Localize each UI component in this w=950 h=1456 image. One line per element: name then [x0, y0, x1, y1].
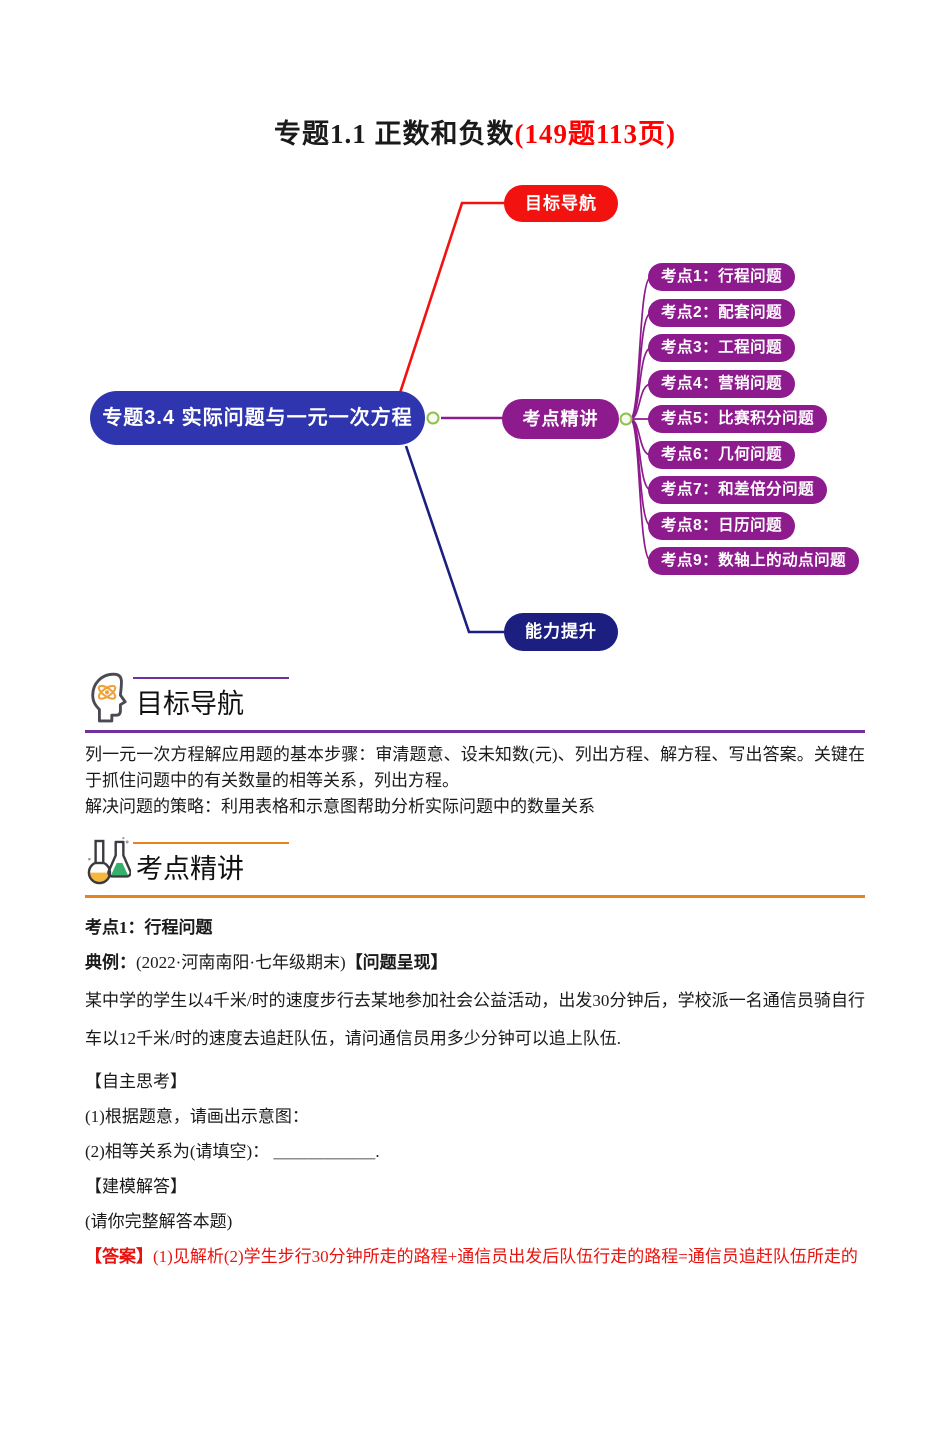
lab-flasks-icon [85, 834, 133, 895]
branch-dot-icon [426, 411, 440, 425]
question-2: (2)相等关系为(请填空)： ＿＿＿＿＿＿. [85, 1141, 865, 1163]
topics-section-title: 考点精讲 [133, 842, 289, 895]
mindmap-topic-node-9: 考点9：数轴上的动点问题 [648, 547, 860, 575]
mindmap-topic-node-6: 考点6：几何问题 [648, 441, 796, 469]
question-1: (1)根据题意，请画出示意图： [85, 1107, 309, 1126]
answer-text: (1)见解析(2)学生步行30分钟所走的路程+通信员出发后队伍行走的路程=通信员… [153, 1247, 858, 1266]
page-title-black: 专题1.1 正数和负数 [274, 119, 515, 149]
fill-in-blank: ＿＿＿＿＿＿ [273, 1142, 376, 1161]
goal-section-header: 目标导航 [85, 669, 865, 733]
mindmap-topic-node-3: 考点3：工程问题 [648, 334, 796, 362]
page-title: 专题1.1 正数和负数(149题113页) [0, 112, 950, 151]
mindmap: 专题3.4 实际问题与一元一次方程 目标导航 考点精讲 能力提升 考点1：行程问… [0, 169, 950, 669]
mindmap-topic-node-1: 考点1：行程问题 [648, 263, 796, 291]
self-think-heading: 【自主思考】 [85, 1072, 187, 1091]
mindmap-goal-node: 目标导航 [504, 185, 618, 222]
page-title-red: (149题113页) [514, 119, 676, 149]
answer-line: 【答案】(1)见解析(2)学生步行30分钟所走的路程+通信员出发后队伍行走的路程… [85, 1246, 865, 1268]
connector-ability [404, 445, 505, 634]
kaodian-1-heading: 考点1：行程问题 [85, 918, 213, 937]
mindmap-topic-node-8: 考点8：日历问题 [648, 512, 796, 540]
thinking-head-icon [85, 669, 133, 730]
mindmap-topic-node-5: 考点5：比赛积分问题 [648, 405, 828, 433]
topics-section-header: 考点精讲 [85, 834, 865, 898]
question-2-period: . [375, 1142, 380, 1161]
example-label: 典例： [85, 953, 136, 972]
mindmap-root-node: 专题3.4 实际问题与一元一次方程 [90, 391, 425, 445]
goal-paragraph-2: 解决问题的策略：利用表格和示意图帮助分析实际问题中的数量关系 [85, 797, 595, 816]
mindmap-topic-node-7: 考点7：和差倍分问题 [648, 476, 828, 504]
mindmap-topic-node-4: 考点4：营销问题 [648, 370, 796, 398]
answer-label: 【答案】 [85, 1247, 153, 1266]
mindmap-connectors [398, 201, 652, 634]
mindmap-topics-node: 考点精讲 [502, 399, 619, 439]
example-source: (2022·河南南阳·七年级期末) [136, 953, 346, 972]
problem-text: 某中学的学生以4千米/时的速度步行去某地参加社会公益活动，出发30分钟后，学校派… [85, 991, 865, 1048]
model-answer-heading: 【建模解答】 [85, 1177, 187, 1196]
example-tag: 【问题呈现】 [345, 953, 448, 972]
goal-paragraph-1: 列一元一次方程解应用题的基本步骤：审清题意、设未知数(元)、列出方程、解方程、写… [85, 745, 865, 790]
branch-dot-icon [619, 412, 633, 426]
mindmap-topic-node-2: 考点2：配套问题 [648, 299, 796, 327]
question-2-text: (2)相等关系为(请填空)： [85, 1142, 270, 1161]
connector-goal [398, 201, 505, 394]
example-line: 典例：(2022·河南南阳·七年级期末)【问题呈现】 [85, 952, 865, 974]
mindmap-ability-node: 能力提升 [504, 613, 618, 651]
complete-note: (请你完整解答本题) [85, 1212, 233, 1231]
goal-section-title: 目标导航 [133, 677, 289, 730]
connector-topic-branches [629, 276, 652, 562]
